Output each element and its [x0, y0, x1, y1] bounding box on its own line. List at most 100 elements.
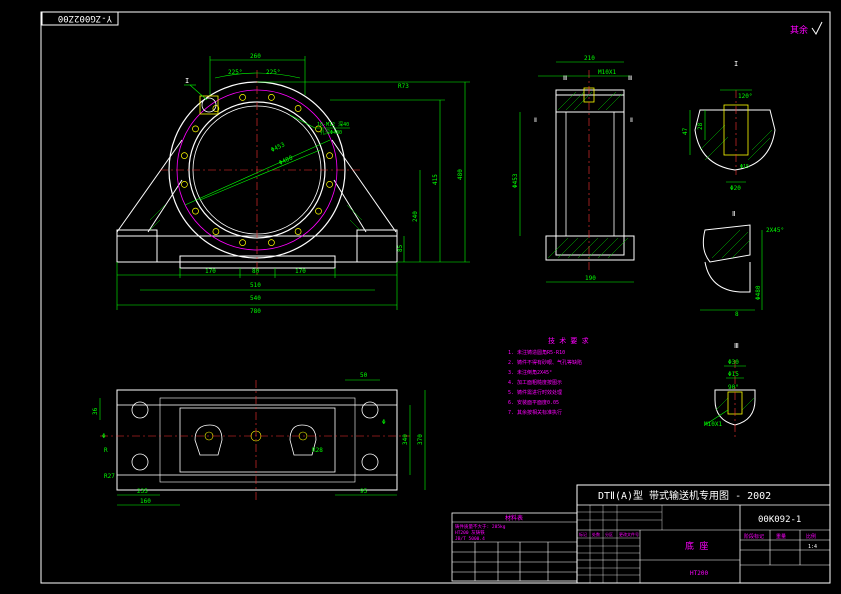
- bolt-hole: [326, 152, 333, 159]
- scale-value: 1:4: [808, 544, 817, 550]
- plan-dim-r: R: [104, 447, 108, 454]
- plan-dim-36: 36: [92, 407, 99, 415]
- detail-i-dia15: Φ15: [740, 164, 749, 170]
- side-dim-210: 210: [584, 55, 595, 62]
- bolt-hole: [294, 105, 302, 112]
- bolt-hole: [192, 207, 199, 215]
- scale-label-stage: 阶段标记: [744, 533, 764, 540]
- side-callout-ii-right: Ⅱ: [630, 117, 633, 124]
- bolt-hole: [268, 239, 275, 246]
- dim-480: 480: [457, 169, 464, 180]
- note-item: 5. 铸件需进行时效处理: [508, 389, 562, 396]
- note-item: 1. 未注铸造圆角R5-R10: [508, 349, 565, 356]
- bolt-hole: [294, 228, 302, 235]
- drawing-number-tag: Y-ZG002Z00: [58, 13, 112, 23]
- title-series: DTⅡ(A)型 带式输送机专用图 - 2002: [598, 489, 771, 502]
- bolt-hole: [181, 181, 188, 188]
- bolt-hole: [315, 125, 322, 133]
- diameter-label-1: Φ453: [270, 141, 286, 154]
- dim-780: 780: [250, 308, 261, 315]
- parts-table: 材料表 铸件质量不大于: 285kg HT200 灰铸铁 JB/T 5000.4: [451, 512, 578, 582]
- detail-i-47: 47: [682, 127, 689, 135]
- parts-table-title: 材料表: [505, 514, 523, 522]
- corner-roughness-note: 其余: [790, 24, 808, 36]
- dim-415: 415: [432, 174, 439, 185]
- bolt-hole-group: [181, 94, 333, 246]
- dim-angle-left: 225°: [228, 69, 242, 76]
- parts-row-1: HT200 灰铸铁: [455, 529, 485, 536]
- bolt-hole: [192, 125, 199, 133]
- plan-dim-160: 160: [140, 498, 151, 505]
- plan-dim-370: 370: [417, 434, 424, 445]
- header-zone: 分区: [605, 531, 613, 537]
- side-dim-m10x1: M10X1: [598, 69, 616, 76]
- technical-notes: 技 术 要 求 1. 未注铸造圆角R5-R10 2. 铸件不得有砂眼、气孔等缺陷 3…: [508, 336, 589, 416]
- bolt-hole: [239, 94, 246, 101]
- plan-dim-340: 340: [402, 434, 409, 445]
- side-section-view: 210 M10X1 Ⅲ Ⅲ Ⅱ Ⅱ Φ453 190: [512, 55, 635, 283]
- dim-240: 240: [412, 211, 419, 222]
- bolt-hole: [268, 94, 275, 101]
- bolt-hole: [326, 181, 333, 188]
- plan-dim-r27: R27: [104, 473, 115, 480]
- detail-iii-angle: 90°: [728, 384, 739, 391]
- detail-i-dia20: Φ20: [730, 185, 741, 192]
- title-material: HT200: [690, 570, 708, 577]
- parts-row-2: JB/T 5000.4: [455, 536, 485, 542]
- detail-iii-dia15: Φ15: [728, 371, 739, 378]
- dim-260: 260: [250, 53, 261, 60]
- plan-view: 50 36 Φ R R27 235 160 R28 340 370 Φ 95: [92, 372, 426, 506]
- note-item: 4. 加工面粗糙度按图示: [508, 379, 562, 386]
- dim-r73: R73: [398, 83, 409, 90]
- side-callout-iii-left: Ⅲ: [563, 75, 567, 82]
- title-part-name: 底 座: [685, 540, 708, 552]
- roughness-symbol: [811, 21, 823, 35]
- detail-ii-8: 8: [735, 311, 739, 318]
- diameter-label-2: Φ480: [278, 154, 294, 167]
- bolt-hole: [315, 207, 322, 215]
- note-item: 3. 未注倒角2X45°: [508, 369, 552, 376]
- plan-dim-95: 95: [360, 488, 368, 495]
- dim-540: 540: [250, 295, 261, 302]
- dim-angle-right: 225°: [266, 69, 280, 76]
- bolt-hole: [181, 152, 188, 159]
- detail-iii-dia30: Φ30: [728, 359, 739, 366]
- scale-label-ratio: 比例: [806, 533, 816, 540]
- plan-dim-phi-right: Φ: [382, 419, 386, 426]
- dim-170-left: 170: [205, 268, 216, 275]
- bolt-hole: [239, 239, 246, 246]
- detail-ii-chamfer: 2X45°: [766, 227, 784, 234]
- header-count: 处数: [592, 531, 600, 537]
- detail-iii-title: Ⅲ: [734, 342, 739, 350]
- title-drawing-no: 00K092-1: [758, 515, 801, 525]
- side-dim-bore: Φ453: [512, 173, 519, 188]
- plan-dim-phi: Φ: [102, 433, 106, 440]
- dim-80: 80: [252, 268, 260, 275]
- detail-i-28: 28: [697, 122, 704, 130]
- detail-i-angle: 120°: [738, 93, 752, 100]
- plan-dim-235: 235: [137, 488, 148, 495]
- side-callout-ii-left: Ⅱ: [534, 117, 537, 124]
- bolt-hole: [212, 228, 220, 235]
- dim-85: 85: [397, 244, 404, 252]
- detail-i-view: I 120° Φ15 47 28 Φ20: [682, 60, 776, 192]
- main-front-view: Φ453 Φ480 16-M12 深40 孔深Φ480: [116, 53, 470, 315]
- detail-callout-i: I: [185, 77, 189, 85]
- side-dim-190: 190: [585, 275, 596, 282]
- note-item: 6. 安装面平面度0.05: [508, 399, 559, 406]
- hole-note-1: 16-M12 深40: [317, 121, 349, 128]
- notes-title: 技 术 要 求: [548, 336, 589, 345]
- side-callout-iii-right: Ⅲ: [628, 75, 632, 82]
- plan-dim-50: 50: [360, 372, 368, 379]
- title-block: DTⅡ(A)型 带式输送机专用图 - 2002 00K092-1 底 座 HT2…: [576, 484, 831, 584]
- outer-frame: [40, 11, 831, 584]
- parts-row-0: 铸件质量不大于: 285kg: [455, 523, 506, 530]
- detail-iii-thread: M10X1: [704, 421, 722, 428]
- detail-ii-dia: Φ480: [755, 285, 762, 300]
- hole-note-2: 孔深Φ480: [320, 129, 342, 136]
- note-item: 2. 铸件不得有砂眼、气孔等缺陷: [508, 359, 582, 366]
- header-change: 更改文件号: [619, 531, 639, 537]
- plan-dim-r28: R28: [312, 447, 323, 454]
- drawing-tag-box: [41, 11, 119, 26]
